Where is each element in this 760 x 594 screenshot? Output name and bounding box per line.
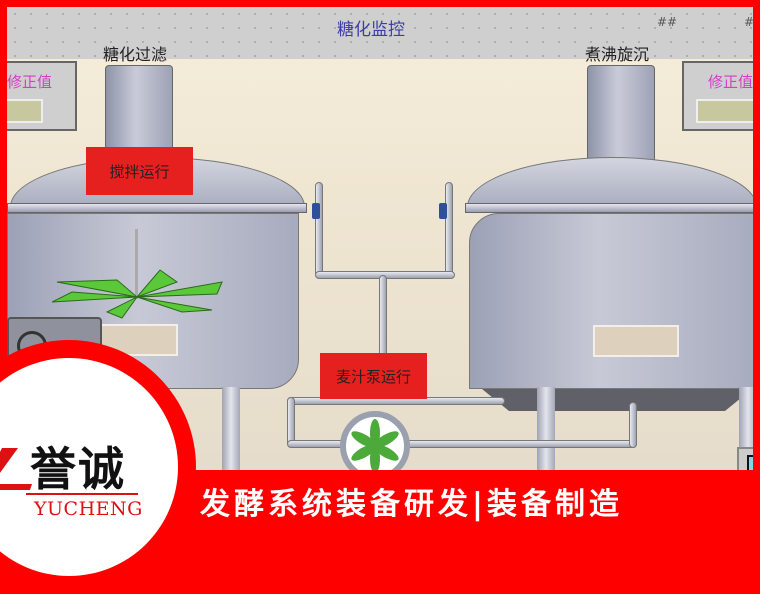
boil-tank[interactable]: [469, 213, 753, 389]
mash-correction-panel: 修正值: [7, 61, 77, 131]
screen-title: 糖化监控: [337, 20, 405, 40]
correction-value-input[interactable]: [696, 99, 753, 123]
valve-icon[interactable]: [312, 203, 320, 219]
correction-value-input[interactable]: [7, 99, 43, 123]
pipe: [315, 182, 323, 277]
poster-frame: 糖化监控 ## ## 糖化过滤 煮沸旋沉 修正值 修正值: [0, 7, 760, 576]
pipe: [379, 275, 387, 365]
agitator-status-badge: 搅拌运行: [86, 147, 193, 195]
hmi-screen: [747, 455, 753, 470]
agitator-icon: [52, 269, 223, 319]
logo-divider: [26, 493, 138, 495]
title-bar: 糖化监控 ## ## 糖化过滤 煮沸旋沉: [7, 7, 753, 64]
mash-tank-rim: [7, 203, 307, 213]
boil-value-display: [593, 325, 679, 357]
brand-name-cn: 誉诚: [30, 442, 126, 496]
correction-label: 修正值: [708, 73, 753, 91]
mash-tank-label: 糖化过滤: [103, 45, 168, 64]
boil-tank-cone: [482, 389, 752, 411]
boil-tank-label: 煮沸旋沉: [585, 45, 650, 64]
slogan-text: 发酵系统装备研发|装备制造: [200, 487, 623, 522]
pipe: [629, 402, 637, 448]
valve-icon[interactable]: [439, 203, 447, 219]
pump-impeller-icon: [351, 419, 399, 470]
boil-tank-rim: [465, 203, 753, 213]
agitator-shaft: [135, 229, 138, 299]
brand-name-en: YUCHENG: [34, 498, 143, 520]
brand-badge-inner: 誉诚 YUCHENG: [0, 358, 178, 576]
tank-leg: [222, 387, 240, 470]
scada-screen: 糖化监控 ## ## 糖化过滤 煮沸旋沉 修正值 修正值: [7, 7, 753, 470]
pump-status-badge: 麦汁泵运行: [320, 353, 427, 399]
hmi-terminal[interactable]: [737, 447, 753, 470]
indicator-2: ##: [744, 15, 753, 29]
correction-label: 修正值: [7, 73, 53, 91]
pipe: [445, 182, 453, 277]
boil-tank-dome: [467, 157, 753, 207]
boil-correction-panel: 修正值: [682, 61, 753, 131]
logo-mark-icon: [0, 448, 32, 490]
indicator-1: ##: [657, 15, 678, 29]
tank-leg: [537, 387, 555, 470]
slogan-banner: 发酵系统装备研发|装备制造: [200, 472, 760, 530]
wort-pump[interactable]: [340, 411, 410, 470]
